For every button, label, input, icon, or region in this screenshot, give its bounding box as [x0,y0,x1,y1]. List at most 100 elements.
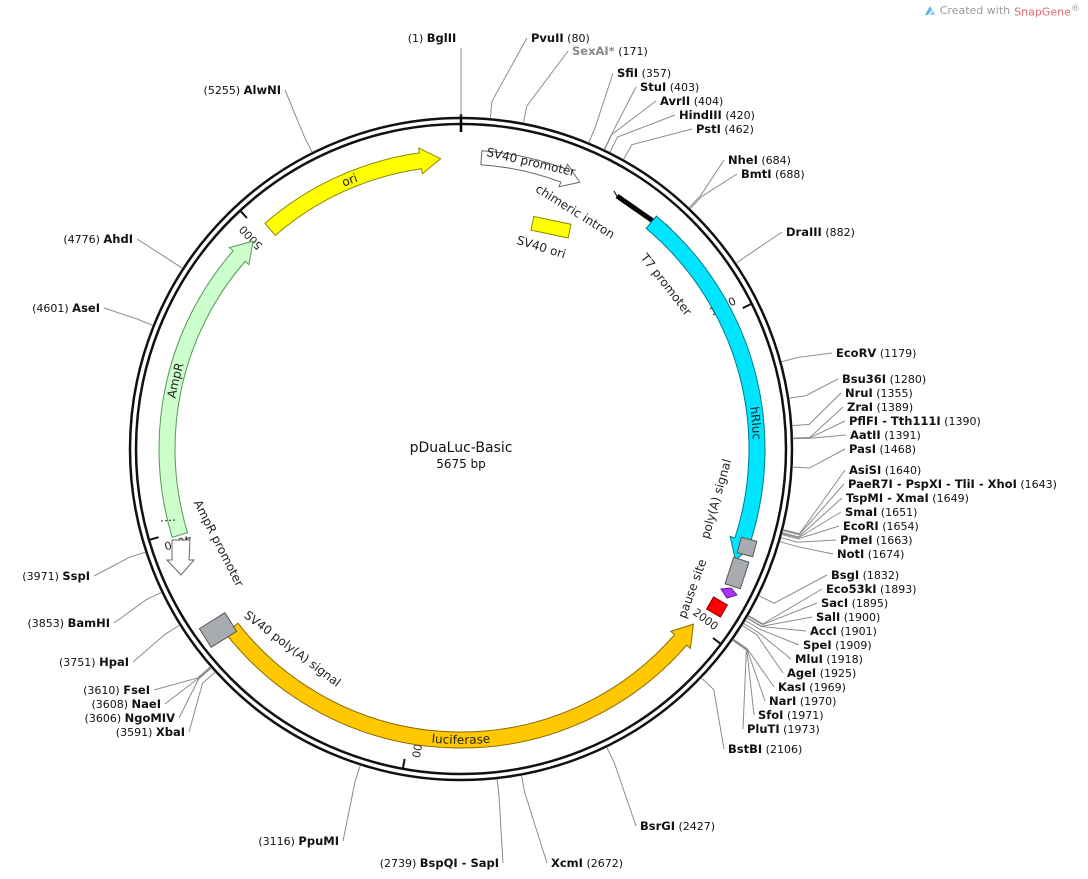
site-label[interactable]: (3606) NgoMIV [85,711,176,725]
pause-site-feature[interactable] [724,556,750,590]
site-label[interactable]: ZraI (1389) [847,400,913,414]
site-psti[interactable]: PstI (462) [623,122,754,160]
site-agei[interactable]: AgeI (1925) [741,625,856,681]
site-label[interactable]: Bsu36I (1280) [842,372,926,386]
site-fsei[interactable]: (3610) FseI [83,666,211,697]
site-pvuii[interactable]: PvuII (80) [489,31,590,119]
site-saci[interactable]: SacI (1895) [747,596,888,626]
site-bsu36i[interactable]: Bsu36I (1280) [789,372,926,399]
red-box[interactable] [705,596,729,618]
site-label[interactable]: SexAI* (171) [572,44,648,58]
site-label[interactable]: PflFI - Tth111I (1390) [849,414,981,428]
site-hpai[interactable]: (3751) HpaI [59,624,180,669]
site-label[interactable]: (3853) BamHI [28,616,111,630]
site-hindiii[interactable]: HindIII (420) [609,108,755,153]
site-label[interactable]: SmaI (1651) [845,505,917,519]
site-asei[interactable]: (4601) AseI [32,301,154,326]
site-nrui[interactable]: NruI (1355) [792,386,913,427]
site-label[interactable]: PvuII (80) [531,31,590,45]
hrluc-feature[interactable] [645,215,766,561]
site-ahdi[interactable]: (4776) AhdI [63,232,183,269]
site-bsgi[interactable]: BsgI (1832) [758,568,899,604]
site-label[interactable]: StuI (403) [640,80,699,94]
site-label[interactable]: BstBI (2106) [728,742,802,756]
site-label[interactable]: AatII (1391) [850,428,921,442]
site-bamhi[interactable]: (3853) BamHI [28,591,162,630]
site-aatii[interactable]: AatII (1391) [792,428,921,442]
site-label[interactable]: (3116) PpuMI [258,834,339,848]
site-label[interactable]: HindIII (420) [679,108,755,122]
site-label[interactable]: XcmI (2672) [551,856,623,870]
site-sfii[interactable]: SfiI (357) [588,66,671,143]
red-feature[interactable] [705,596,729,618]
site-label[interactable]: AccI (1901) [810,624,877,638]
site-label[interactable]: (3608) NaeI [91,697,161,711]
site-label[interactable]: AgeI (1925) [787,666,856,680]
site-pmei[interactable]: PmeI (1663) [780,533,913,547]
pause-site-box[interactable] [724,556,750,590]
site-label[interactable]: (4776) AhdI [63,232,133,246]
sv40-ori-feature[interactable] [530,215,572,239]
site-sfoi[interactable]: SfoI (1971) [732,639,824,722]
site-paer7i-pspxi-tlii-xhoi[interactable]: PaeR7I - PspXI - TliI - XhoI (1643) [782,477,1057,536]
site-label[interactable]: TspMI - XmaI (1649) [846,491,969,505]
site-label[interactable]: KasI (1969) [778,680,846,694]
site-label[interactable]: AsiSI (1640) [849,463,921,477]
site-bstbi[interactable]: BstBI (2106) [701,677,802,756]
site-label[interactable]: PluTI (1973) [747,722,820,736]
site-mlui[interactable]: MluI (1918) [743,622,863,666]
ampr-promoter-feature[interactable] [165,539,196,576]
site-spei[interactable]: SpeI (1909) [745,620,872,652]
site-ecori[interactable]: EcoRI (1654) [781,519,919,540]
site-ppumi[interactable]: (3116) PpuMI [258,765,361,848]
site-label[interactable]: (4601) AseI [32,301,100,315]
site-nhei[interactable]: NheI (684) [688,153,791,209]
site-label[interactable]: AvrII (404) [660,94,723,108]
site-label[interactable]: BsrGI (2427) [640,819,715,833]
site-tspmi-xmai[interactable]: TspMI - XmaI (1649) [782,491,969,538]
site-label[interactable]: NruI (1355) [845,386,913,400]
site-draiii[interactable]: DraIII (882) [735,225,855,264]
site-sexai[interactable]: SexAI* (171) [522,44,648,124]
site-bsrgi[interactable]: BsrGI (2427) [606,747,715,833]
site-label[interactable]: NotI (1674) [837,547,904,561]
site-label[interactable]: EcoRI (1654) [843,519,919,533]
site-label[interactable]: (5255) AlwNI [204,83,281,97]
site-label[interactable]: EcoRV (1179) [836,346,916,360]
site-label[interactable]: (3971) SspI [22,569,90,583]
sv40-ori-box[interactable] [530,215,572,239]
site-label[interactable]: SfoI (1971) [758,708,824,722]
site-label[interactable]: PstI (462) [696,122,754,136]
polya-signal-feature[interactable] [736,536,758,558]
site-smai[interactable]: SmaI (1651) [781,505,917,539]
site-noti[interactable]: NotI (1674) [779,541,905,561]
sv40-promoter-feature[interactable] [480,150,581,188]
site-label[interactable]: MluI (1918) [795,652,863,666]
site-label[interactable]: NarI (1970) [769,694,836,708]
site-pasi[interactable]: PasI (1468) [792,442,917,469]
site-label[interactable]: (3591) XbaI [116,725,185,739]
site-sspi[interactable]: (3971) SspI [22,551,146,583]
site-label[interactable]: (2739) BspQI - SapI [380,856,499,870]
site-ecorv[interactable]: EcoRV (1179) [781,346,916,363]
site-label[interactable]: SacI (1895) [821,596,888,610]
chimeric-intron-feature[interactable] [615,193,655,224]
site-acci[interactable]: AccI (1901) [746,617,877,638]
site-label[interactable]: PasI (1468) [849,442,916,456]
purple-feature[interactable] [720,587,738,599]
site-label[interactable]: BsgI (1832) [831,568,899,582]
site-label[interactable]: DraIII (882) [786,225,855,239]
site-asisi[interactable]: AsiSI (1640) [782,463,921,535]
site-label[interactable]: (3751) HpaI [59,655,129,669]
site-label[interactable]: PaeR7I - PspXI - TliI - XhoI (1643) [848,477,1057,491]
site-bglii[interactable]: (1) BglII [408,31,462,116]
site-bspqi-sapi[interactable]: (2739) BspQI - SapI [380,778,504,870]
sv40-polya-feature[interactable] [198,612,238,648]
site-pluti[interactable]: PluTI (1973) [732,639,820,736]
site-label[interactable]: Eco53kI (1893) [826,582,917,596]
site-label[interactable]: (1) BglII [408,31,457,45]
site-xcmi[interactable]: XcmI (2672) [520,775,623,870]
site-label[interactable]: BmtI (688) [741,167,805,181]
site-label[interactable]: SfiI (357) [617,66,671,80]
site-avrii[interactable]: AvrII (404) [604,94,724,150]
